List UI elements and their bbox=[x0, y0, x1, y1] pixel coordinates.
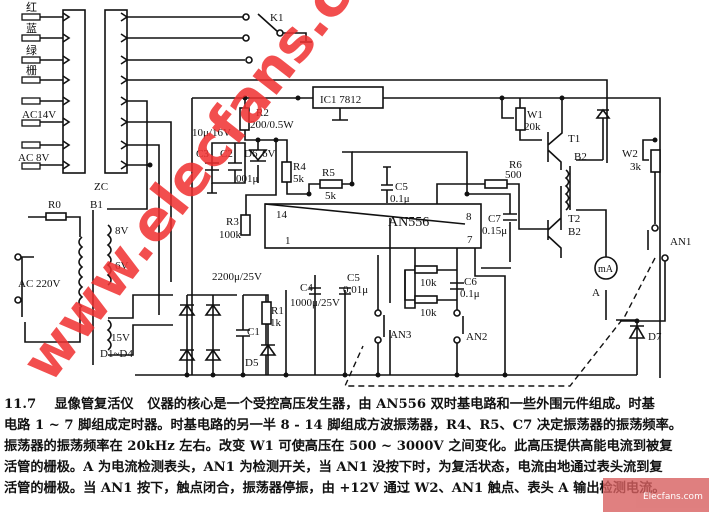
label-pin8: 8 bbox=[466, 211, 472, 223]
label-c7: C7 bbox=[488, 213, 501, 225]
description-line-5: 活管的栅极。当 AN1 按下，触点闭合，振荡器停振，由 +12V 通过 W2、A… bbox=[4, 481, 666, 496]
label-grid: 栅 bbox=[26, 63, 37, 77]
label-an1: AN1 bbox=[670, 236, 691, 248]
label-c2-value: 001μ bbox=[236, 173, 259, 185]
label-8v: 8V bbox=[115, 225, 129, 237]
resistor-r6 bbox=[484, 179, 508, 189]
description-line-4: 活管的栅极。A 为电流检测表头，AN1 为检测开关，当 AN1 没按下时，为复活… bbox=[4, 460, 663, 475]
label-red: 红 bbox=[26, 1, 37, 14]
resistor-r4 bbox=[281, 161, 292, 183]
label-pin7: 7 bbox=[467, 234, 473, 246]
label-blue: 蓝 bbox=[26, 22, 37, 35]
label-c7-value: 0.15μ bbox=[482, 225, 507, 237]
label-an2: AN2 bbox=[466, 331, 487, 343]
logo-text: Elecfans.com bbox=[643, 492, 703, 502]
connector-left bbox=[62, 9, 86, 174]
label-c5-top: C5 bbox=[395, 181, 408, 193]
label-d7: D7 bbox=[648, 331, 662, 343]
label-r1: R1 bbox=[271, 305, 284, 317]
label-meter: mA bbox=[598, 264, 614, 275]
label-r0: R0 bbox=[48, 199, 61, 211]
label-ic: AN556 bbox=[388, 215, 429, 230]
label-k1: K1 bbox=[270, 12, 283, 24]
label-pin1: 1 bbox=[285, 235, 291, 247]
label-r6-value: 500 bbox=[505, 169, 522, 181]
resistor-r5 bbox=[319, 179, 343, 189]
label-b1: B1 bbox=[90, 199, 103, 211]
label-b2-top: B2 bbox=[574, 151, 587, 163]
label-an3: AN3 bbox=[390, 329, 412, 341]
label-r5-value: 5k bbox=[325, 190, 337, 202]
label-ac8v: AC 8V bbox=[18, 152, 50, 164]
description-line-2: 电路 1 ~ 7 脚组成定时器。时基电路的另一半 8 - 14 脚组成方波振荡器… bbox=[4, 418, 682, 433]
label-15v: 15V bbox=[111, 332, 130, 344]
label-c6: C6 bbox=[464, 276, 477, 288]
resistor-r0 bbox=[45, 212, 67, 221]
label-zc: ZC bbox=[94, 181, 108, 193]
label-r2: R2 bbox=[256, 107, 269, 119]
label-c4-value: 1000μ/25V bbox=[290, 297, 340, 309]
label-green: 绿 bbox=[26, 43, 37, 57]
label-c3: C3 bbox=[196, 148, 209, 160]
label-t1: T1 bbox=[568, 133, 580, 145]
label-r5: R5 bbox=[322, 167, 335, 179]
description: 11.7 显像管复活仪 仪器的核心是一个受控高压发生器，由 AN556 双时基电… bbox=[4, 394, 706, 499]
label-c4: C4 bbox=[300, 282, 313, 294]
description-line-1: 仪器的核心是一个受控高压发生器，由 AN556 双时基电路和一些外围元件组成。时… bbox=[147, 397, 655, 412]
label-w2: W2 bbox=[622, 148, 638, 160]
description-line-3: 振荡器的振荡频率在 20kHz 左右。改变 W1 可使高压在 500 ~ 300… bbox=[4, 439, 673, 454]
label-c1: C1 bbox=[247, 326, 260, 338]
switch-k1 bbox=[257, 13, 312, 43]
label-ic1: IC1 7812 bbox=[320, 94, 361, 106]
label-r4: R4 bbox=[293, 161, 306, 173]
label-10k-b: 10k bbox=[420, 307, 437, 319]
label-ac220v: AC 220V bbox=[18, 278, 61, 290]
ic-an556 bbox=[264, 203, 482, 249]
label-cap-2200: 2200μ/25V bbox=[212, 271, 262, 283]
resistor-r2 bbox=[239, 107, 250, 131]
label-t2: T2 bbox=[568, 213, 580, 225]
label-pin14: 14 bbox=[276, 209, 288, 221]
resistor-10k-a bbox=[414, 265, 438, 274]
label-b2-bottom: B2 bbox=[568, 226, 581, 238]
label-d5: D5 bbox=[245, 357, 259, 369]
label-d1-d4: D1~D4 bbox=[100, 348, 133, 360]
label-w1: W1 bbox=[527, 109, 543, 121]
label-w2-value: 3k bbox=[630, 161, 642, 173]
connector-zc bbox=[104, 9, 128, 174]
resistor-r3 bbox=[240, 214, 251, 236]
label-c5: C5 bbox=[347, 272, 360, 284]
section-number: 11.7 bbox=[4, 397, 37, 412]
transformer-b2 bbox=[564, 159, 607, 255]
label-d6-value: 6V bbox=[262, 148, 276, 160]
switch-an3 bbox=[377, 255, 385, 375]
label-c5-top-value: 0.1μ bbox=[390, 193, 410, 205]
section-title: 显像管复活仪 bbox=[54, 397, 134, 412]
label-meter-a: A bbox=[592, 287, 600, 299]
resistor-10k-b bbox=[414, 295, 438, 304]
label-10k-a: 10k bbox=[420, 277, 437, 289]
label-c2: C2 bbox=[220, 148, 233, 160]
label-c6-value: 0.1μ bbox=[460, 288, 480, 300]
label-c3-value: 10μ/16V bbox=[192, 127, 231, 139]
label-w1-value: 20k bbox=[524, 121, 541, 133]
site-logo: Elecfans.com bbox=[603, 478, 709, 512]
label-6v: 6V bbox=[115, 260, 129, 272]
label-r3: R3 bbox=[226, 216, 239, 228]
label-r4-value: 5k bbox=[293, 173, 305, 185]
label-r2-value: 200/0.5W bbox=[250, 119, 294, 131]
connector-left-pins bbox=[23, 12, 71, 170]
label-r1-value: 1k bbox=[270, 317, 282, 329]
label-r3-value: 100k bbox=[219, 229, 242, 241]
circuit-diagram: 红 蓝 绿 栅 AC14V AC 8V ZC K1 IC1 7812 R2 20… bbox=[14, 1, 691, 387]
meter-a bbox=[594, 256, 618, 280]
label-d6: D6 bbox=[244, 148, 258, 160]
potentiometer-w2 bbox=[650, 149, 661, 173]
label-c5-value: 0.01μ bbox=[343, 284, 368, 296]
label-ac14v: AC14V bbox=[22, 109, 56, 121]
label-r6: R6 bbox=[509, 159, 522, 171]
